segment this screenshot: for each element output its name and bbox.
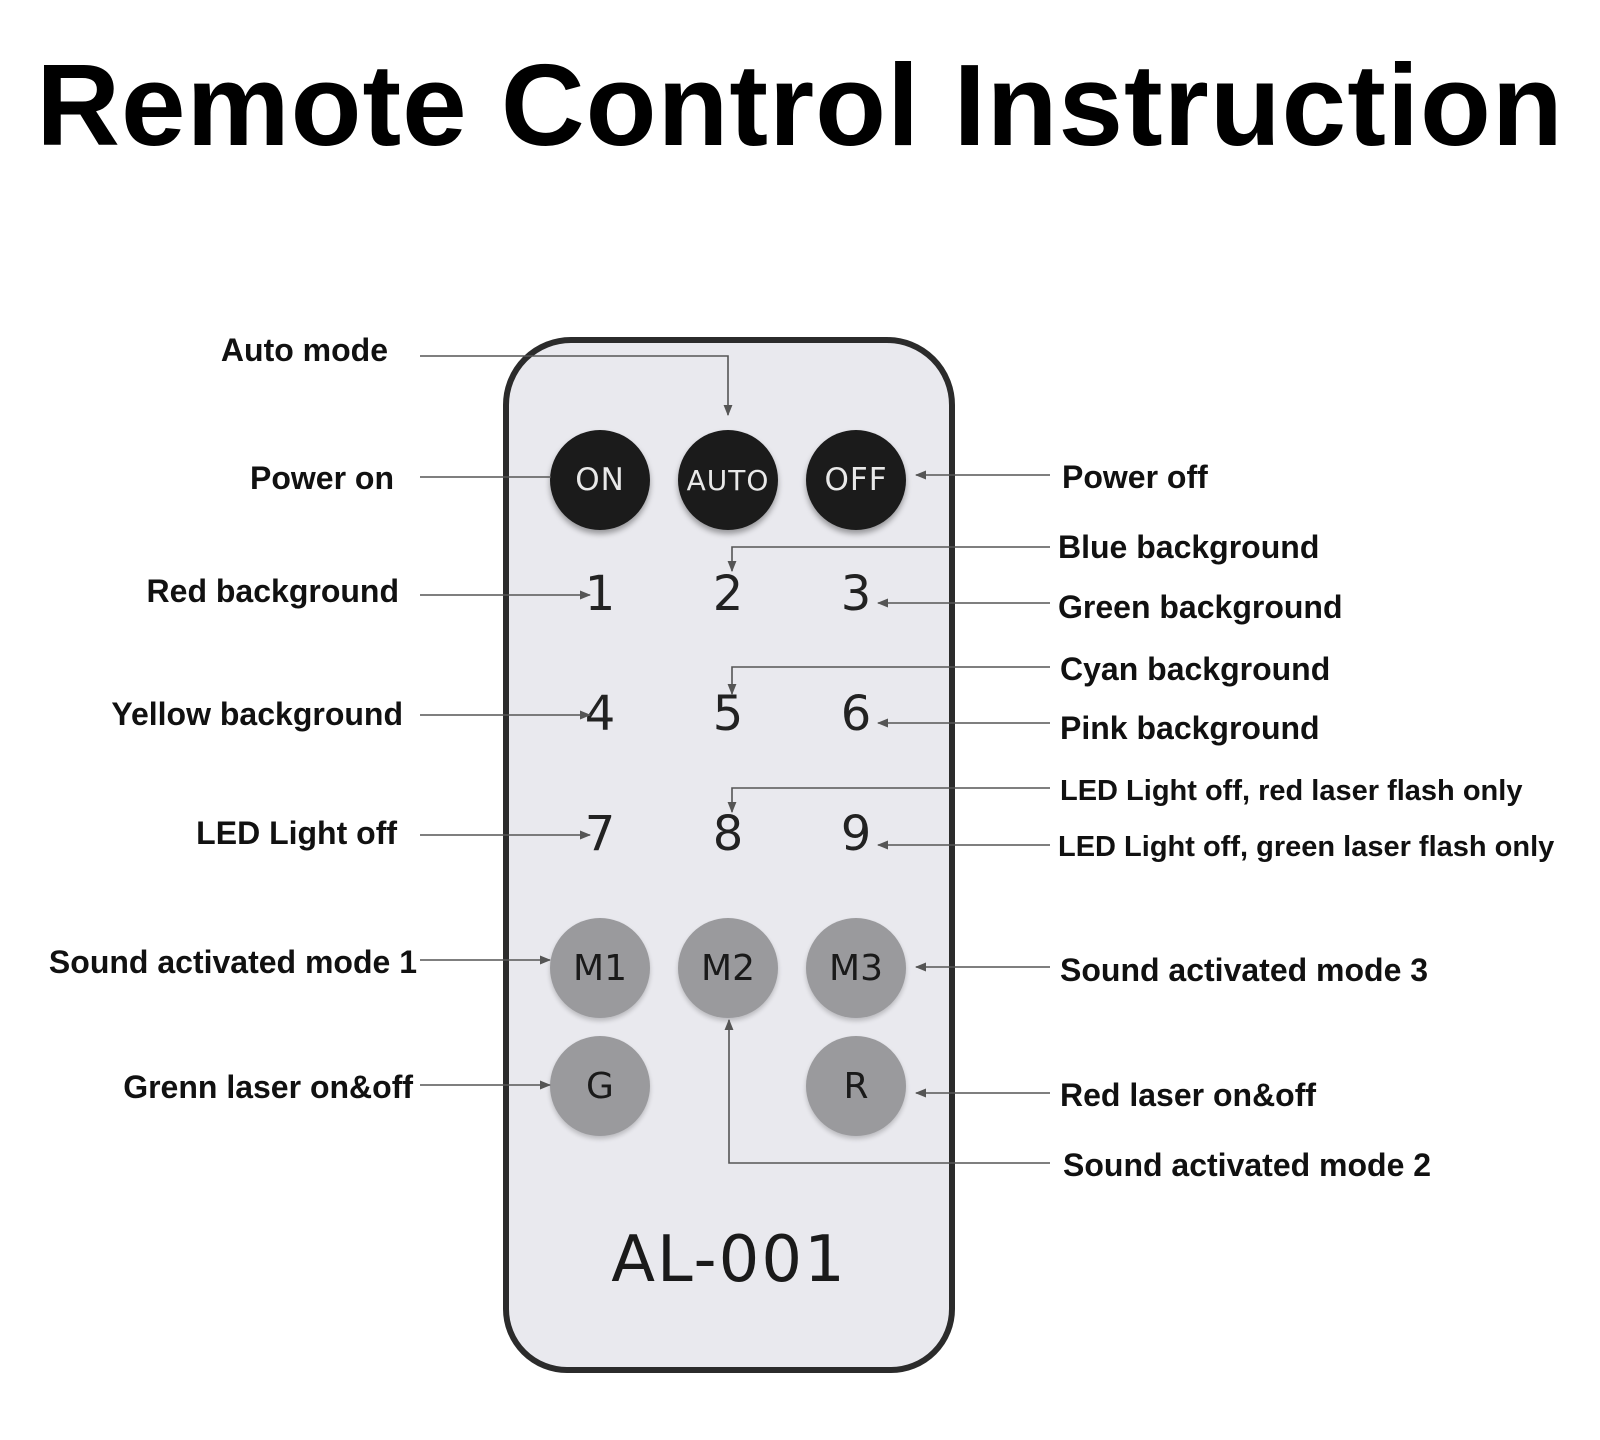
auto-mode-label: Auto mode — [220, 332, 388, 368]
power-off-label: Power off — [1062, 459, 1208, 495]
m3-button[interactable]: M3 — [806, 918, 906, 1018]
red-laser-flash-label: LED Light off, red laser flash only — [1060, 775, 1523, 807]
cyan-background-label: Cyan background — [1060, 651, 1331, 687]
green-laser-flash-label: LED Light off, green laser flash only — [1058, 831, 1555, 863]
auto-mode-leader — [420, 355, 733, 417]
number-3-button[interactable]: 3 — [840, 566, 872, 622]
number-6-button[interactable]: 6 — [840, 686, 872, 742]
yellow-background-label: Yellow background — [111, 696, 403, 732]
cyan-background-leader — [727, 666, 1050, 696]
number-8-button[interactable]: 8 — [712, 806, 744, 862]
red-laser-flash-leader — [727, 787, 1050, 814]
sound-mode-2-label: Sound activated mode 2 — [1063, 1147, 1432, 1183]
m1-button[interactable]: M1 — [550, 918, 650, 1018]
sound-mode-1-label: Sound activated mode 1 — [48, 944, 417, 980]
power-on-label: Power on — [249, 460, 394, 496]
on-button[interactable]: ON — [550, 430, 650, 530]
sound-mode-2-leader — [724, 1018, 1050, 1164]
green-laser-label: Grenn laser on&off — [123, 1069, 413, 1105]
m2-button[interactable]: M2 — [678, 918, 778, 1018]
red-laser-button[interactable]: R — [806, 1036, 906, 1136]
sound-mode-3-label: Sound activated mode 3 — [1060, 952, 1429, 988]
off-button[interactable]: OFF — [806, 430, 906, 530]
red-background-label: Red background — [146, 573, 399, 609]
page-title: Remote Control Instruction — [36, 40, 1564, 170]
number-9-button[interactable]: 9 — [840, 806, 872, 862]
blue-background-label: Blue background — [1058, 529, 1320, 565]
led-light-off-label: LED Light off — [196, 815, 397, 851]
pink-background-label: Pink background — [1060, 710, 1320, 746]
red-laser-label: Red laser on&off — [1060, 1077, 1317, 1113]
green-background-label: Green background — [1058, 589, 1343, 625]
model-number: AL-001 — [611, 1223, 847, 1297]
number-5-button[interactable]: 5 — [712, 686, 744, 742]
remote-control: ON AUTO OFF 1 2 3 4 5 6 7 8 9 M1 M2 M3 G… — [503, 337, 955, 1373]
auto-button[interactable]: AUTO — [678, 430, 778, 530]
number-2-button[interactable]: 2 — [712, 566, 744, 622]
green-laser-button[interactable]: G — [550, 1036, 650, 1136]
blue-background-leader — [727, 546, 1050, 573]
